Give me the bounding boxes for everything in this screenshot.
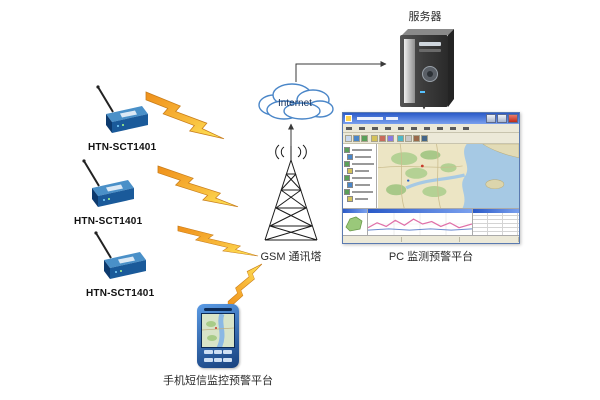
phone-screen bbox=[201, 313, 235, 348]
toolbar-icon bbox=[387, 134, 394, 142]
gsm-tower: GSM 通讯塔 bbox=[252, 144, 330, 264]
modem-device-icon bbox=[82, 159, 135, 207]
toolbar-icon bbox=[397, 134, 404, 142]
toolbar-icon bbox=[421, 134, 428, 142]
phone-device-icon bbox=[197, 304, 239, 368]
window-menubar bbox=[343, 124, 519, 133]
lightning-bolt-4 bbox=[227, 263, 263, 310]
trend-chart bbox=[368, 213, 472, 235]
data-table-pane bbox=[473, 209, 519, 235]
server-tower-icon bbox=[400, 29, 454, 107]
layers-tree-panel bbox=[343, 144, 377, 208]
chart-pane bbox=[368, 209, 473, 235]
modem-device-icon bbox=[96, 85, 149, 133]
phone-map-view bbox=[202, 314, 234, 347]
phone-platform-label: 手机短信监控预警平台 bbox=[163, 375, 273, 387]
pc-screenshot-window bbox=[342, 112, 520, 244]
toolbar-icon bbox=[413, 134, 420, 142]
phone-platform: 手机短信监控预警平台 bbox=[163, 304, 273, 388]
modem-3-label: HTN-SCT1401 bbox=[86, 288, 155, 299]
toolbar-icon bbox=[379, 134, 386, 142]
window-titlebar bbox=[343, 113, 519, 124]
phone-keypad bbox=[201, 348, 235, 366]
overview-shape bbox=[345, 216, 363, 232]
modem-1-label: HTN-SCT1401 bbox=[88, 142, 157, 153]
modem-2-label: HTN-SCT1401 bbox=[74, 216, 143, 227]
maximize-button bbox=[497, 114, 507, 123]
phone-speaker bbox=[204, 308, 232, 311]
pc-platform-label: PC 监测预警平台 bbox=[388, 251, 474, 263]
close-button bbox=[508, 114, 518, 123]
toolbar-icon bbox=[371, 134, 378, 142]
window-title-text bbox=[357, 117, 383, 120]
radio-tower-icon bbox=[264, 144, 318, 241]
modem-device-icon bbox=[94, 231, 147, 279]
server-label: 服务器 bbox=[408, 11, 442, 23]
gsm-modem-1: HTN-SCT1401 bbox=[88, 84, 156, 153]
gsm-modem-2: HTN-SCT1401 bbox=[74, 158, 142, 227]
overview-pane bbox=[343, 209, 368, 235]
gsm-modem-3: HTN-SCT1401 bbox=[86, 230, 154, 299]
pc-platform: PC 监测预警平台 bbox=[342, 112, 520, 264]
bottom-panels bbox=[343, 208, 519, 235]
gis-map bbox=[378, 144, 519, 208]
map-area bbox=[377, 144, 519, 208]
internet-cloud: Internet bbox=[250, 76, 340, 122]
toolbar-icon bbox=[361, 134, 368, 142]
cloud-icon bbox=[258, 83, 334, 120]
lightning-bolt-1 bbox=[145, 91, 225, 140]
gsm-tower-label: GSM 通讯塔 bbox=[260, 251, 322, 263]
toolbar-icon bbox=[345, 134, 352, 142]
minimize-button bbox=[486, 114, 496, 123]
window-statusbar bbox=[343, 235, 520, 243]
toolbar-icon bbox=[353, 134, 360, 142]
internet-label: Internet bbox=[278, 98, 312, 109]
server: 服务器 bbox=[390, 8, 460, 111]
lightning-bolt-2 bbox=[157, 165, 239, 208]
window-app-icon bbox=[345, 115, 352, 122]
lightning-bolt-3 bbox=[177, 225, 259, 257]
window-toolbar bbox=[343, 133, 519, 144]
toolbar-icon bbox=[405, 134, 412, 142]
